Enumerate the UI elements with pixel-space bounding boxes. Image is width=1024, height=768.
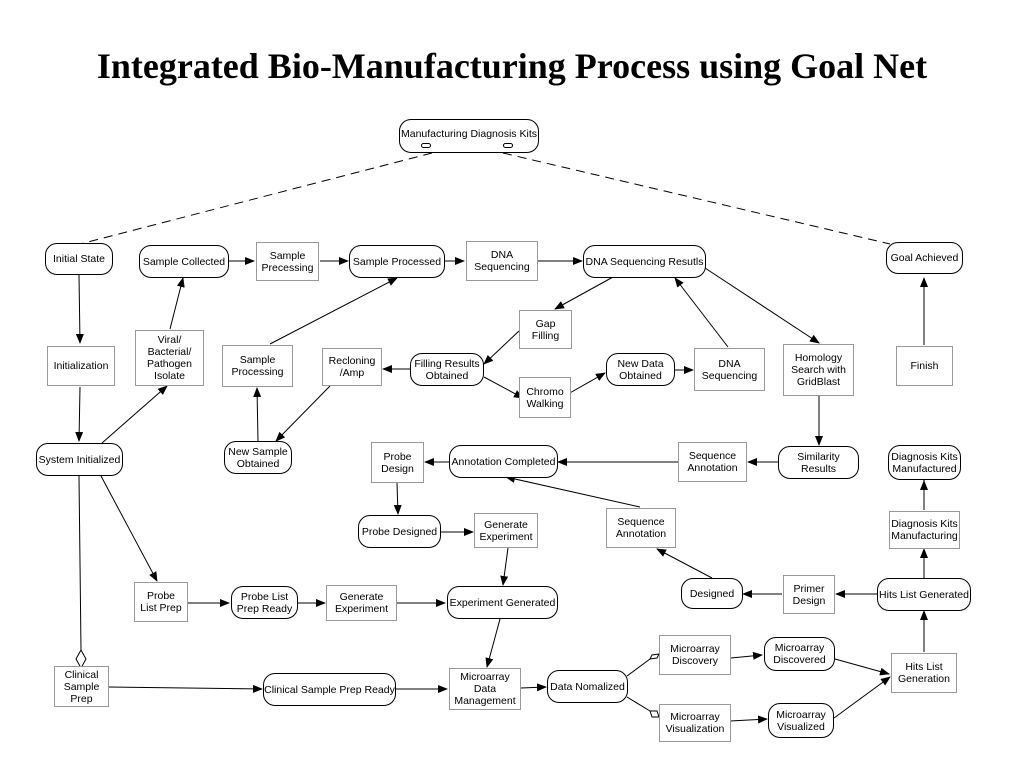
task-dna-sequencing-1[interactable]: DNA Sequencing	[466, 241, 538, 281]
task-microarray-data-management[interactable]: Microarray Data Management	[449, 668, 521, 710]
task-finish[interactable]: Finish	[896, 346, 953, 386]
edge	[505, 475, 641, 508]
edge	[483, 330, 520, 365]
task-clinical-sample-prep[interactable]: Clinical Sample Prep	[54, 666, 109, 707]
edge	[169, 277, 185, 330]
state-designed[interactable]: Designed	[681, 578, 743, 609]
edge	[393, 482, 402, 515]
edge	[554, 276, 614, 310]
task-diagnosis-kits-manufacturing[interactable]: Diagnosis Kits Manufacturing	[889, 511, 960, 549]
edge	[78, 475, 82, 651]
task-chromo-walking[interactable]: Chromo Walking	[519, 377, 571, 418]
state-microarray-discovered[interactable]: Microarray Discovered	[764, 637, 835, 671]
state-filling-results-obtained[interactable]: Filling Results Obtained	[410, 353, 484, 386]
task-generate-experiment-2[interactable]: Generate Experiment	[326, 585, 397, 621]
task-microarray-discovery[interactable]: Microarray Discovery	[659, 635, 731, 675]
task-sequence-annotation-2[interactable]: Sequence Annotation	[606, 508, 676, 548]
state-goal-achieved[interactable]: Goal Achieved	[886, 242, 963, 274]
task-initialization[interactable]: Initialization	[47, 346, 115, 386]
edge-root-goal	[502, 152, 891, 245]
task-viral-bacterial-pathogen-isolate[interactable]: Viral/ Bacterial/ Pathogen Isolate	[135, 330, 204, 386]
state-initial-state[interactable]: Initial State	[45, 243, 113, 275]
task-sample-processing[interactable]: Sample Processing	[222, 345, 293, 387]
task-homology-search-gridblast[interactable]: Homology Search with GridBlast	[783, 344, 854, 396]
edge	[730, 651, 763, 660]
task-probe-list-prep[interactable]: Probe List Prep	[134, 582, 188, 622]
task-generate-experiment-1[interactable]: Generate Experiment	[474, 513, 538, 548]
edge	[108, 684, 263, 693]
edge	[656, 548, 713, 579]
state-sample-processed[interactable]: Sample Processed	[349, 245, 445, 278]
task-recloning-amp[interactable]: Recloning /Amp	[322, 348, 382, 386]
state-annotation-completed[interactable]: Annotation Completed	[449, 445, 558, 478]
state-dna-sequencing-results[interactable]: DNA Sequencing Resutls	[583, 245, 706, 278]
edge	[75, 274, 84, 344]
diamond-marker	[649, 653, 660, 660]
task-sequence-annotation-1[interactable]: Sequence Annotation	[678, 442, 747, 482]
edge	[101, 385, 168, 444]
edge	[483, 376, 524, 399]
state-experiment-generated[interactable]: Experiment Generated	[447, 586, 558, 619]
edge	[520, 683, 547, 692]
edge	[704, 267, 820, 344]
edge	[275, 385, 331, 442]
edge	[100, 475, 158, 582]
diamond-marker	[649, 710, 660, 718]
edge	[729, 715, 768, 724]
state-probe-designed[interactable]: Probe Designed	[358, 515, 441, 548]
edge	[834, 658, 890, 676]
node-label: Manufacturing Diagnosis Kits	[401, 128, 537, 140]
edge	[626, 658, 651, 677]
edge	[674, 277, 729, 348]
edge	[500, 547, 509, 586]
state-probe-list-prep-ready[interactable]: Probe List Prep Ready	[231, 586, 298, 619]
edge	[626, 696, 651, 712]
state-new-sample-obtained[interactable]: New Sample Obtained	[224, 441, 292, 474]
task-hits-list-generation[interactable]: Hits List Generation	[891, 653, 957, 693]
edge	[253, 387, 262, 442]
edge	[75, 386, 84, 442]
edge	[485, 618, 501, 668]
edge-root-initial	[79, 152, 433, 245]
state-diagnosis-kits-manufactured[interactable]: Diagnosis Kits Manufactured	[888, 445, 961, 480]
task-primer-design[interactable]: Primer Design	[783, 575, 835, 614]
task-dna-sequencing-2[interactable]: DNA Sequencing	[694, 348, 765, 391]
state-hits-list-generated[interactable]: Hits List Generated	[877, 578, 971, 611]
state-microarray-visualized[interactable]: Microarray Visualized	[768, 703, 834, 738]
task-microarray-visualization[interactable]: Microarray Visualization	[659, 704, 731, 742]
state-similarity-results[interactable]: Similarity Results	[778, 446, 859, 479]
state-sample-collected[interactable]: Sample Collected	[139, 245, 229, 278]
task-sample-precessing[interactable]: Sample Precessing	[256, 242, 319, 281]
task-gap-filling[interactable]: Gap Filling	[519, 310, 572, 349]
state-new-data-obtained[interactable]: New Data Obtained	[606, 353, 675, 386]
diagram-title: Integrated Bio-Manufacturing Process usi…	[96, 46, 928, 86]
root-goal-manufacturing-diagnosis-kits[interactable]: Manufacturing Diagnosis Kits	[399, 119, 539, 153]
edge	[833, 676, 891, 719]
collapse-handle-icon[interactable]	[421, 143, 431, 148]
state-system-initialized[interactable]: System Initialized	[36, 443, 123, 476]
task-probe-design[interactable]: Probe Design	[371, 442, 424, 483]
collapse-handle-icon[interactable]	[503, 143, 513, 148]
state-clinical-sample-prep-ready[interactable]: Clinical Sample Prep Ready	[263, 673, 396, 706]
edge	[567, 372, 606, 395]
state-data-nomalized[interactable]: Data Nomalized	[547, 670, 628, 703]
edge	[269, 277, 398, 345]
